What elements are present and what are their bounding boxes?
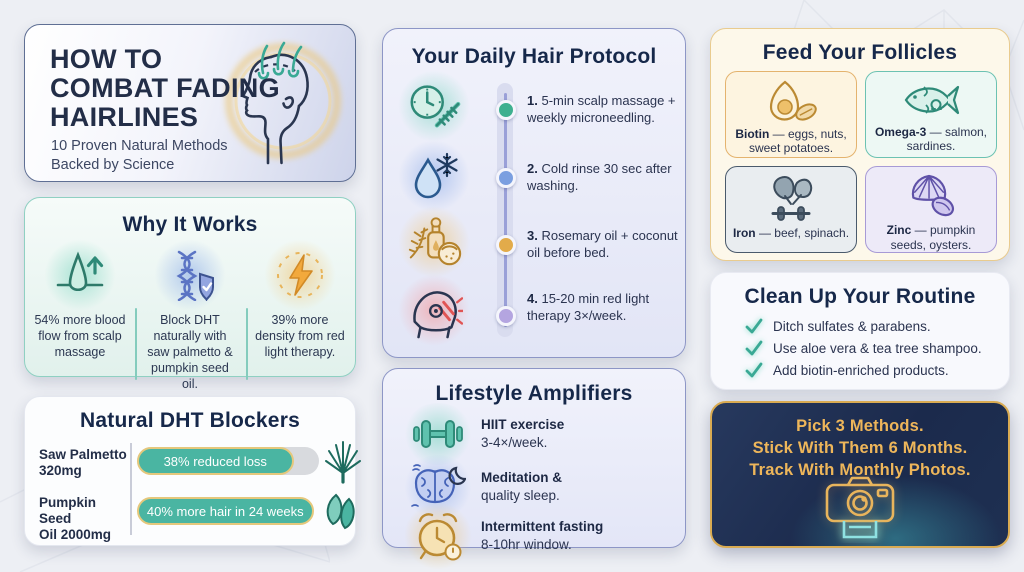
bar-track: 38% reduced loss — [137, 447, 319, 475]
feed-item-zinc: Zinc — pumpkin seeds, oysters. — [865, 166, 997, 253]
dht-card-title: Natural DHT Blockers — [80, 409, 300, 432]
why-item-text: Block DHT naturally with saw palmetto & … — [147, 313, 233, 391]
dht-blockers-card: Natural DHT Blockers Saw Palmetto 320mg … — [24, 396, 361, 546]
protocol-step-3: 3. Rosemary oil + coconut oil before bed… — [527, 228, 678, 260]
clean-item: Use aloe vera & tea tree shampoo. — [745, 340, 982, 356]
camera-icon — [825, 476, 895, 539]
protocol-step-1: 1. 5-min scalp massage + weekly micronee… — [527, 93, 676, 125]
scalp-dashed-line — [254, 63, 296, 73]
timeline-dot-4 — [496, 306, 516, 326]
timeline-dot-1 — [496, 100, 516, 120]
lifestyle-item-title: Meditation & — [481, 470, 562, 486]
feed-card-title: Feed Your Follicles — [762, 41, 958, 64]
bar-track: 40% more hair in 24 weeks — [137, 497, 319, 525]
timeline-dot-3 — [496, 235, 516, 255]
feed-item-biotin: Biotin — eggs, nuts, sweet potatoes. — [725, 71, 857, 158]
feed-item-iron: Iron — beef, spinach. — [725, 166, 857, 253]
dna-shield-icon — [176, 250, 214, 301]
lifestyle-card-title: Lifestyle Amplifiers — [435, 382, 633, 405]
lifestyle-item-detail: 3-4×/week. — [481, 435, 548, 450]
alarm-clock-icon — [418, 513, 462, 561]
bar-pumpkin-seed: 40% more hair in 24 weeks — [137, 497, 314, 525]
clean-item-text: Ditch sulfates & parabens. — [773, 318, 931, 334]
why-item-text: 54% more blood flow from scalp massage — [34, 313, 126, 359]
eggs-icon — [769, 80, 817, 121]
protocol-step-2: 2. Cold rinse 30 sec after washing. — [527, 161, 672, 193]
follicle-growth-icon — [56, 251, 104, 292]
check-icon — [745, 340, 763, 356]
dumbbell-icon — [413, 420, 463, 448]
timeline-dot-2 — [496, 168, 516, 188]
feed-follicles-card: Feed Your Follicles Biotin — eggs, nuts,… — [710, 28, 1010, 261]
protocol-step-4: 4. 15-20 min red light therapy 3×/week. — [527, 291, 650, 323]
check-icon — [745, 362, 763, 378]
page-title: HOW TO COMBAT FADING HAIRLINES — [50, 44, 280, 132]
why-it-works-card: Why It Works 54% more blood flow from sc… — [24, 197, 356, 391]
title-card: HOW TO COMBAT FADING HAIRLINES 10 Proven… — [24, 24, 356, 182]
spinach-dumbbell-icon — [771, 176, 813, 221]
divider — [246, 308, 248, 380]
lifestyle-item-hiit: HIIT exercise 3-4×/week. — [401, 403, 565, 465]
clock-comb-icon — [410, 85, 461, 128]
lifestyle-item-detail: quality sleep. — [481, 488, 560, 503]
lifestyle-item-title: HIIT exercise — [481, 417, 565, 433]
clean-routine-card: Clean Up Your Routine Ditch sulfates & p… — [710, 272, 1010, 390]
why-item-red-light: 39% more density from red light therapy. — [245, 238, 355, 392]
hair-follicles — [257, 41, 303, 80]
chart-axis — [130, 443, 132, 535]
clean-card-title: Clean Up Your Routine — [744, 285, 976, 308]
rosemary-coconut-oil-icon — [408, 217, 462, 266]
lifestyle-item-title: Intermittent fasting — [481, 519, 604, 535]
fish-icon — [904, 85, 960, 115]
why-item-text: 39% more density from red light therapy. — [255, 313, 345, 359]
bar-saw-palmetto: 38% reduced loss — [137, 447, 294, 475]
seashells-icon — [911, 174, 955, 217]
page-subtitle: 10 Proven Natural Methods Backed by Scie… — [51, 138, 228, 173]
clean-item-text: Use aloe vera & tea tree shampoo. — [773, 340, 982, 356]
saw-palmetto-icon — [325, 441, 361, 484]
cta-card: Pick 3 Methods. Stick With Them 6 Months… — [710, 401, 1010, 548]
why-item-blood-flow: 54% more blood flow from scalp massage — [25, 238, 135, 392]
clean-item-text: Add biotin-enriched products. — [773, 362, 949, 378]
protocol-card-title: Your Daily Hair Protocol — [411, 45, 657, 68]
daily-protocol-card: Your Daily Hair Protocol 1. 5-min scalp … — [382, 28, 686, 358]
bar-label-pumpkin-seed: Pumpkin Seed Oil 2000mg — [39, 495, 112, 542]
divider — [135, 308, 137, 380]
timeline-line — [504, 93, 507, 327]
cta-text: Pick 3 Methods. Stick With Them 6 Months… — [749, 417, 971, 479]
droplet-snowflake-icon — [414, 152, 458, 199]
bar-value-label: 38% reduced loss — [163, 453, 267, 469]
head-profile-illustration — [225, 41, 341, 165]
why-item-block-dht: Block DHT naturally with saw palmetto & … — [135, 238, 245, 392]
clean-item: Add biotin-enriched products. — [745, 362, 982, 378]
bar-label-saw-palmetto: Saw Palmetto 320mg — [39, 447, 127, 478]
feed-item-omega3: Omega-3 — salmon, sardines. — [865, 71, 997, 158]
why-card-title: Why It Works — [122, 213, 258, 236]
lifestyle-item-meditation: Meditation & quality sleep. — [401, 455, 562, 519]
lifestyle-item-fasting: Intermittent fasting 8-10hr window. — [401, 503, 604, 569]
pumpkin-seed-icon — [326, 493, 355, 530]
brain-sleep-icon — [411, 464, 466, 507]
lifestyle-item-detail: 8-10hr window. — [481, 537, 572, 552]
bar-value-label: 40% more hair in 24 weeks — [146, 503, 304, 519]
clean-item: Ditch sulfates & parabens. — [745, 318, 982, 334]
lifestyle-card: Lifestyle Amplifiers HIIT exercise 3-4×/… — [382, 368, 686, 569]
red-light-helmet-icon — [413, 291, 463, 339]
check-icon — [745, 318, 763, 334]
lightning-icon — [276, 252, 323, 298]
head-outline — [241, 53, 309, 165]
